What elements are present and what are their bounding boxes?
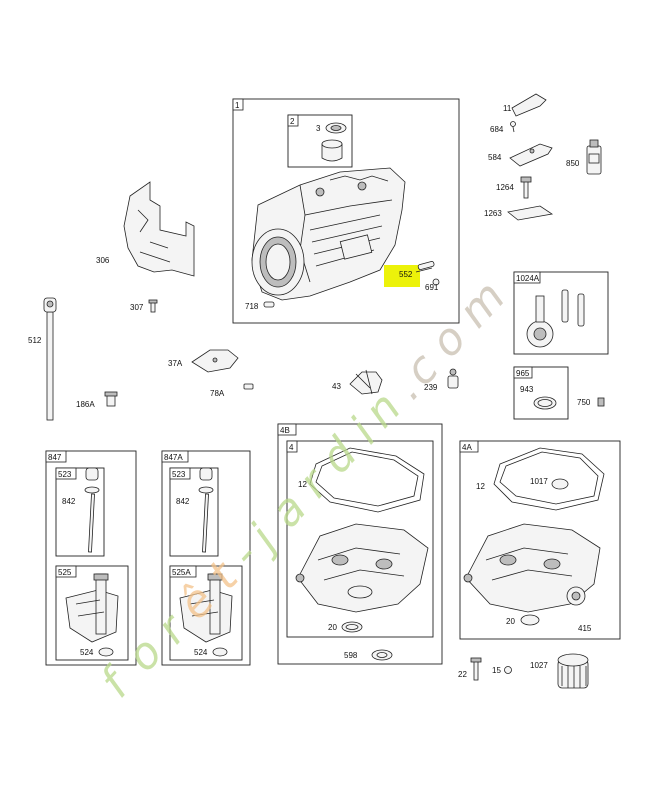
part-label-524-b: 524 — [194, 648, 208, 657]
part-label-842-b: 842 — [176, 497, 190, 506]
part-label-1027: 1027 — [530, 661, 548, 670]
rod-part — [561, 289, 569, 323]
throttle-parts-group: 11 684 584 850 1264 1263 — [484, 93, 602, 221]
assembly-box-847a: 847A 523 842 525A 524 — [161, 450, 251, 666]
part-label-11: 11 — [503, 104, 512, 113]
air-guide-part — [123, 181, 195, 277]
part-label-512: 512 — [28, 336, 42, 345]
seal-ring-part — [533, 396, 557, 410]
assembly-box-4a: 4A 12 1017 20 415 — [459, 440, 621, 640]
assembly-box-965: 965 943 750 — [513, 366, 605, 420]
assembly-box-1024a: 1024A — [513, 271, 609, 355]
highlight-marker — [384, 265, 420, 287]
part-label-43: 43 — [332, 382, 341, 391]
watermark-logo: f o r ê t - j a r d i n . c o m — [91, 271, 516, 707]
cylinder-block-part — [251, 167, 406, 301]
bolt-part — [523, 179, 529, 199]
part-label-524-a: 524 — [80, 648, 94, 657]
dipstick-part — [88, 493, 95, 553]
box-label-4b: 4B — [280, 426, 290, 435]
dipstick-tube-part — [46, 311, 54, 421]
assembly-box-847: 847 523 842 525 524 — [45, 450, 137, 666]
dowel-pin-part — [417, 261, 435, 270]
box-label-1024a: 1024A — [516, 274, 540, 283]
part-label-3: 3 — [316, 124, 321, 133]
governor-part — [349, 371, 383, 395]
part-label-1264: 1264 — [496, 183, 514, 192]
part-label-1017: 1017 — [530, 477, 548, 486]
tube-bracket-part — [65, 589, 119, 643]
dipstick-cap-part — [85, 467, 99, 481]
part-label-20-a: 20 — [328, 623, 337, 632]
part-label-552: 552 — [399, 270, 413, 279]
o-ring-part — [98, 647, 114, 657]
box-label-847a: 847A — [164, 453, 183, 462]
screw-78a-part — [243, 383, 254, 390]
oil-seal-20b-part — [520, 614, 540, 626]
part-label-15: 15 — [492, 666, 501, 675]
part-label-598: 598 — [344, 651, 358, 660]
dipstick-tube-group: 512 186A — [28, 297, 118, 421]
bracket-part — [509, 143, 553, 167]
washer-598-part — [371, 649, 393, 661]
part-label-584: 584 — [488, 153, 502, 162]
part-label-415: 415 — [578, 624, 592, 633]
sump-cover-4a-part — [463, 523, 601, 613]
lever-part — [511, 93, 547, 117]
part-label-1263: 1263 — [484, 209, 502, 218]
plug-part — [263, 301, 275, 308]
part-label-307: 307 — [130, 303, 144, 312]
shroud-parts-group: 306 307 — [96, 181, 195, 313]
sump-gasket-4a-part — [493, 447, 605, 511]
part-label-12-a: 12 — [298, 480, 307, 489]
part-label-37a: 37A — [168, 359, 183, 368]
part-label-750: 750 — [577, 398, 591, 407]
box-label-847: 847 — [48, 453, 62, 462]
box-label-4: 4 — [289, 443, 294, 452]
oil-seal-20a-part — [341, 621, 363, 633]
part-label-12-b: 12 — [476, 482, 485, 491]
bolt-22-part — [473, 659, 479, 681]
middle-parts-group: 37A 78A 43 239 — [168, 349, 459, 398]
screw-part — [150, 301, 156, 313]
box-label-2: 2 — [290, 117, 295, 126]
assembly-box-4b: 4B 4 12 20 598 — [277, 423, 443, 665]
box-label-523-b: 523 — [172, 470, 186, 479]
part-label-943: 943 — [520, 385, 534, 394]
box-label-1: 1 — [235, 101, 240, 110]
part-label-22: 22 — [458, 670, 467, 679]
sump-cover-part — [295, 523, 429, 613]
gasket-plate-part — [507, 205, 554, 221]
sump-gasket-part — [309, 447, 425, 513]
part-label-684: 684 — [490, 125, 504, 134]
part-label-691: 691 — [425, 283, 439, 292]
small-pin-part — [432, 278, 440, 286]
box-label-965: 965 — [516, 369, 530, 378]
box-label-523: 523 — [58, 470, 72, 479]
plug-15-part — [504, 666, 512, 674]
box-label-525a: 525A — [172, 568, 191, 577]
part-label-239: 239 — [424, 383, 438, 392]
bottom-parts-group: 22 15 1027 — [458, 653, 589, 689]
part-label-718: 718 — [245, 302, 259, 311]
part-label-850: 850 — [566, 159, 580, 168]
assembly-box-1: 1 2 3 552 691 718 — [232, 98, 460, 324]
part-label-78a: 78A — [210, 389, 225, 398]
part-label-20-b: 20 — [506, 617, 515, 626]
box-label-4a: 4A — [462, 443, 472, 452]
breather-part — [447, 375, 459, 389]
part-label-842-a: 842 — [62, 497, 76, 506]
box-label-525: 525 — [58, 568, 72, 577]
part-label-306: 306 — [96, 256, 110, 265]
part-label-186a: 186A — [76, 400, 95, 409]
nut-part — [597, 397, 605, 407]
oil-filter-part — [557, 653, 589, 689]
